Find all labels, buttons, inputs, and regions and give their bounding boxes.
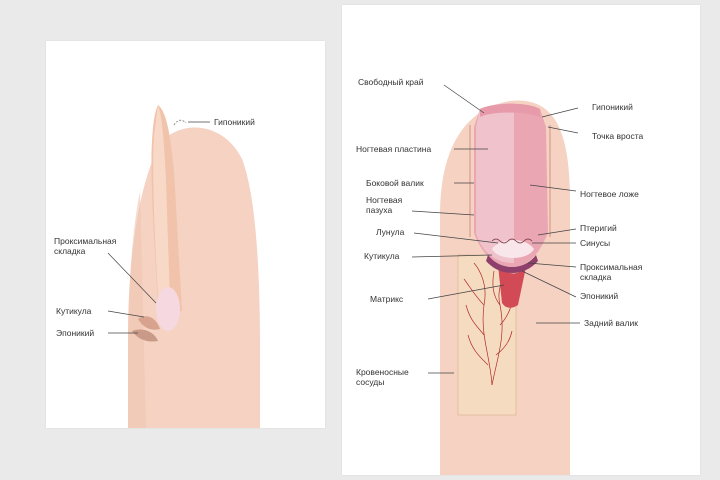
label-hyponychium: Гипоникий xyxy=(592,102,633,112)
label-lunula: Лунула xyxy=(376,227,405,237)
side-hyponychium-mark xyxy=(173,119,187,126)
label-stress-point: Точка вроста xyxy=(592,131,644,141)
label-lateral-fold: Боковой валик xyxy=(366,178,424,188)
finger-body xyxy=(128,127,260,428)
label-nail-bed: Ногтевое ложе xyxy=(580,189,639,199)
finger-top-view xyxy=(411,84,580,475)
top-view-card: Свободный край Ногтевая пластина Боковой… xyxy=(342,5,700,475)
free-edge-band xyxy=(480,103,540,117)
label-proximal-fold-left: Проксимальная складка xyxy=(54,236,117,256)
side-proximal-fold-shape xyxy=(156,287,180,331)
label-free-edge: Свободный край xyxy=(358,77,424,87)
lunula-shape xyxy=(492,240,534,258)
side-view-card: Гипоникий Проксимальная складка Кутикула… xyxy=(46,41,325,428)
side-nail-highlight xyxy=(153,105,170,303)
label-nail-sinus: Ногтевая пазуха xyxy=(366,195,403,215)
label-pterygium: Птеригий xyxy=(580,223,617,233)
label-proximal-fold: Проксимальная складка xyxy=(580,262,643,282)
label-nail-plate: Ногтевая пластина xyxy=(356,144,432,154)
matrix-shape xyxy=(498,265,526,308)
finger-shade xyxy=(128,191,146,428)
cuticle-band xyxy=(486,255,538,273)
label-posterior-fold: Задний валик xyxy=(584,318,638,328)
label-sinuses: Синусы xyxy=(580,238,611,248)
label-matrix: Матрикс xyxy=(370,294,404,304)
label-hyponychium-left: Гипоникий xyxy=(214,117,255,127)
label-cuticle: Кутикула xyxy=(364,251,400,261)
finger-side-view xyxy=(107,105,260,428)
nail-plate-highlight xyxy=(476,103,514,263)
side-eponychium-shape xyxy=(132,329,158,342)
sinus-wavy-line xyxy=(491,238,533,244)
label-blood-vessels: Кровеносные сосуды xyxy=(356,367,409,387)
label-eponychium: Эпоникий xyxy=(580,291,619,301)
label-eponychium-left: Эпоникий xyxy=(56,328,95,338)
side-cuticle-shape xyxy=(138,316,160,330)
label-cuticle-left: Кутикула xyxy=(56,306,92,316)
